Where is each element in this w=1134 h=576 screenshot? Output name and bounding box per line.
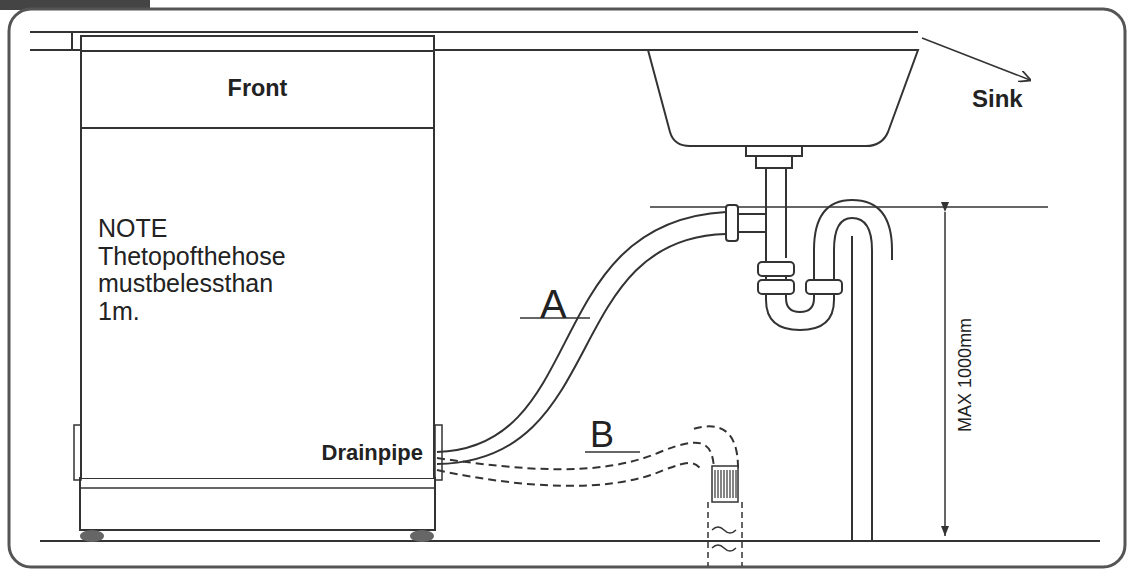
worktop-line xyxy=(71,32,73,50)
foot xyxy=(80,530,104,542)
trap-nut xyxy=(758,262,794,276)
part-label: Sink xyxy=(972,86,1023,112)
grate-bar xyxy=(717,470,718,498)
trap-pipe xyxy=(766,218,872,541)
grate-bar xyxy=(723,470,724,498)
front-panel: Front xyxy=(82,50,433,129)
hose-connector xyxy=(738,214,766,232)
kick-plate xyxy=(80,478,435,530)
floor-drain xyxy=(712,466,738,502)
sink-drain-fitting xyxy=(746,146,802,156)
tailpiece xyxy=(766,168,786,270)
trap-nut xyxy=(758,280,794,294)
callout-letter: B xyxy=(590,415,614,455)
break-mark xyxy=(712,527,736,551)
grate-bar xyxy=(735,470,736,498)
grate-bar xyxy=(726,470,727,498)
trap-nut xyxy=(806,280,842,294)
floor-drain-pipe xyxy=(708,502,742,566)
frame xyxy=(9,9,1125,567)
note-text: NOTE Thetopofthehose mustbelessthan 1m. xyxy=(98,215,313,325)
dimension-label: MAX 1000mm xyxy=(956,315,976,435)
grate-bar xyxy=(714,470,715,498)
drain-hose-alt xyxy=(437,463,700,486)
floor-line xyxy=(40,540,1100,542)
hose-connector xyxy=(726,205,738,241)
sink-drain-fitting xyxy=(756,156,792,168)
dimension-line xyxy=(650,206,1048,208)
dishwasher-body: NOTE Thetopofthehose mustbelessthan 1m. D… xyxy=(80,35,435,478)
worktop-line xyxy=(30,31,918,33)
leader-line xyxy=(922,38,1030,80)
part-label: Drainpipe xyxy=(322,440,423,466)
drain-hose xyxy=(437,234,726,464)
grate-bar xyxy=(729,470,730,498)
drain-hose xyxy=(437,212,726,452)
grate-bar xyxy=(720,470,721,498)
kick-plate xyxy=(80,487,435,489)
dimension-line xyxy=(944,212,946,536)
drain-grate xyxy=(715,470,736,498)
foot xyxy=(410,530,434,542)
callout-letter: A xyxy=(540,282,567,326)
drain-hose-alt xyxy=(437,443,714,470)
panel-label: Front xyxy=(82,74,433,102)
trap-pipe xyxy=(786,200,892,541)
sink-bowl xyxy=(648,50,918,146)
grate-bar xyxy=(732,470,733,498)
drain-hose-alt xyxy=(690,426,738,468)
